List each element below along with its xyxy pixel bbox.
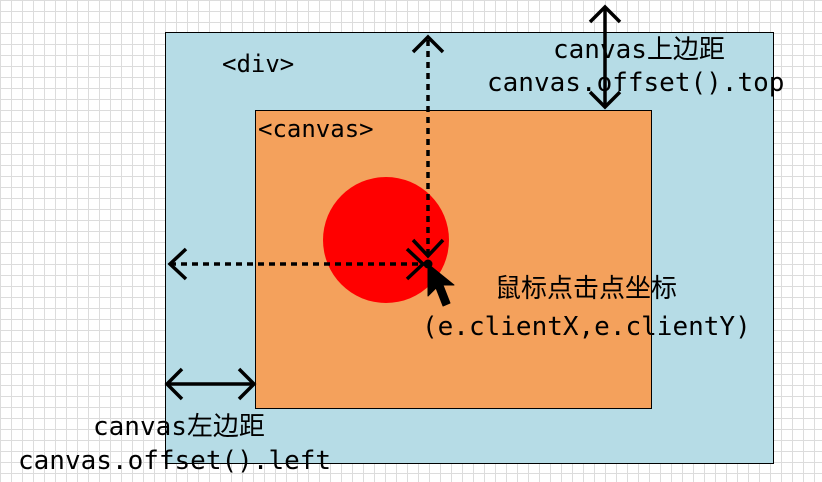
horizontal-arrow-left-head [167,247,188,281]
left-offset-title-label: canvas左边距 [93,412,265,442]
left-offset-code-label: canvas.offset().left [18,446,332,476]
left-offset-arrow-right-head [237,367,257,401]
top-offset-title-label: canvas上边距 [553,35,725,65]
horizontal-arrow-right-head [405,247,426,281]
vertical-arrow-top-head [411,34,445,54]
click-point-code-label: (e.clientX,e.clientY) [422,312,751,342]
left-offset-arrow-left-head [164,367,184,401]
vertical-arrow-bottom-head [411,238,445,259]
mouse-pointer-icon [427,263,455,307]
canvas-element-box [255,110,652,409]
div-tag-label: <div> [222,50,295,78]
top-offset-code-label: canvas.offset().top [487,68,785,98]
click-point-title-label: 鼠标点击点坐标 [495,274,678,304]
top-offset-arrow-top-head [588,4,622,24]
canvas-tag-label: <canvas> [258,115,374,143]
top-offset-arrow-bottom-head [588,90,622,110]
